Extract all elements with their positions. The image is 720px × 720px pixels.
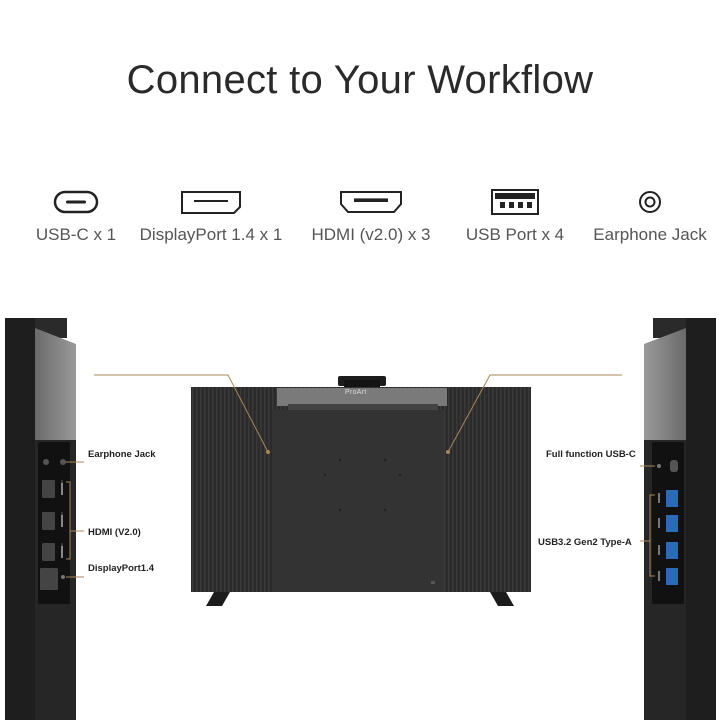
hdmi-port-label: HDMI-1 <box>60 480 64 491</box>
callout-earphone-jack: Earphone Jack <box>88 449 156 460</box>
left-side-panel <box>5 318 84 720</box>
hdmi-port-label: HDMI-2 <box>60 512 64 523</box>
monitor-back <box>191 376 531 606</box>
brand-label: ProArt <box>345 389 367 396</box>
port-label: DisplayPort 1.4 x 1 <box>139 225 283 244</box>
usb-port-icon <box>491 189 539 215</box>
port-label: Earphone Jack <box>593 225 707 244</box>
port-hdmi: HDMI (v2.0) x 3 <box>296 185 446 245</box>
callout-displayport: DisplayPort1.4 <box>88 563 154 574</box>
port-label: HDMI (v2.0) x 3 <box>311 225 431 244</box>
usb-c-icon <box>53 190 99 214</box>
hdmi-icon <box>340 191 402 213</box>
hdmi-port-label: HDMI-3 <box>60 543 64 554</box>
port-usb: USB Port x 4 <box>440 185 590 245</box>
earphone-jack-icon <box>639 191 661 213</box>
port-earphone: Earphone Jack <box>575 185 720 245</box>
port-usb-c: USB-C x 1 <box>1 185 151 245</box>
displayport-icon <box>181 191 241 214</box>
leader-lines <box>94 374 622 454</box>
right-side-panel <box>640 318 716 720</box>
port-label: USB Port x 4 <box>465 225 565 244</box>
callout-usb-c: Full function USB-C <box>546 449 636 460</box>
port-displayport: DisplayPort 1.4 x 1 <box>136 185 286 245</box>
page-title: Connect to Your Workflow <box>126 58 594 102</box>
port-label: USB-C x 1 <box>35 225 117 244</box>
monitor-illustration <box>5 318 716 720</box>
callout-hdmi: HDMI (V2.0) <box>88 527 141 538</box>
callout-usb-a: USB3.2 Gen2 Type-A <box>538 537 632 548</box>
